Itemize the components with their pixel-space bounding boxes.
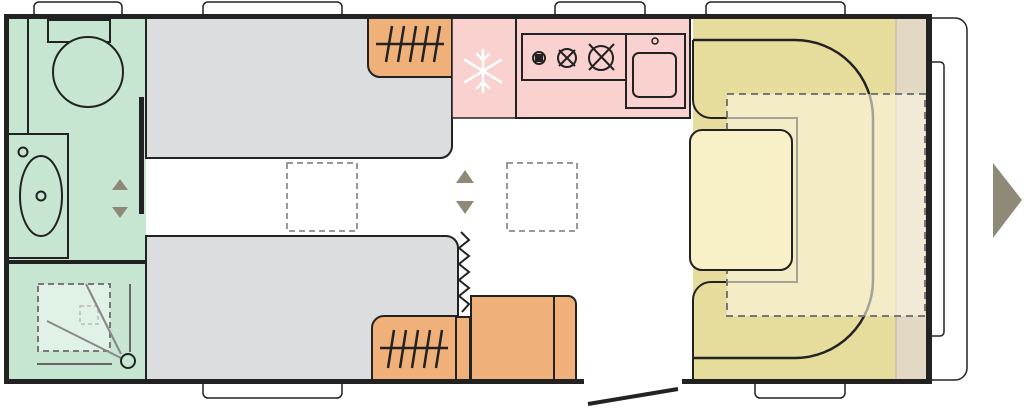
bedside-unit <box>455 316 471 381</box>
walls <box>4 14 932 384</box>
heater-icon <box>371 315 459 381</box>
arrow-up-icon <box>456 170 474 183</box>
entrance-door[interactable] <box>587 387 679 406</box>
arrow-up-icon <box>112 179 128 190</box>
rooflight <box>506 162 578 232</box>
bathroom-door[interactable] <box>139 97 144 214</box>
washbasin-icon <box>17 146 63 237</box>
arrow-down-icon <box>112 207 128 218</box>
toilet-icon <box>52 36 124 108</box>
wardrobe[interactable] <box>470 295 577 381</box>
washbasin-unit <box>7 133 69 259</box>
folding-partition[interactable] <box>457 231 471 313</box>
heater-icon <box>367 17 453 78</box>
lounge <box>689 18 926 380</box>
kitchen-sink-icon <box>625 33 686 109</box>
shower-icon <box>37 283 136 369</box>
bathroom <box>6 16 146 382</box>
direction-arrow-icon <box>993 163 1022 238</box>
fridge-snowflake-icon <box>463 48 503 94</box>
arrow-down-icon <box>456 201 474 214</box>
table[interactable] <box>689 129 793 271</box>
fridge <box>451 17 517 119</box>
hob-icon <box>521 33 627 81</box>
rooflight <box>286 162 358 232</box>
kitchen <box>515 17 691 119</box>
